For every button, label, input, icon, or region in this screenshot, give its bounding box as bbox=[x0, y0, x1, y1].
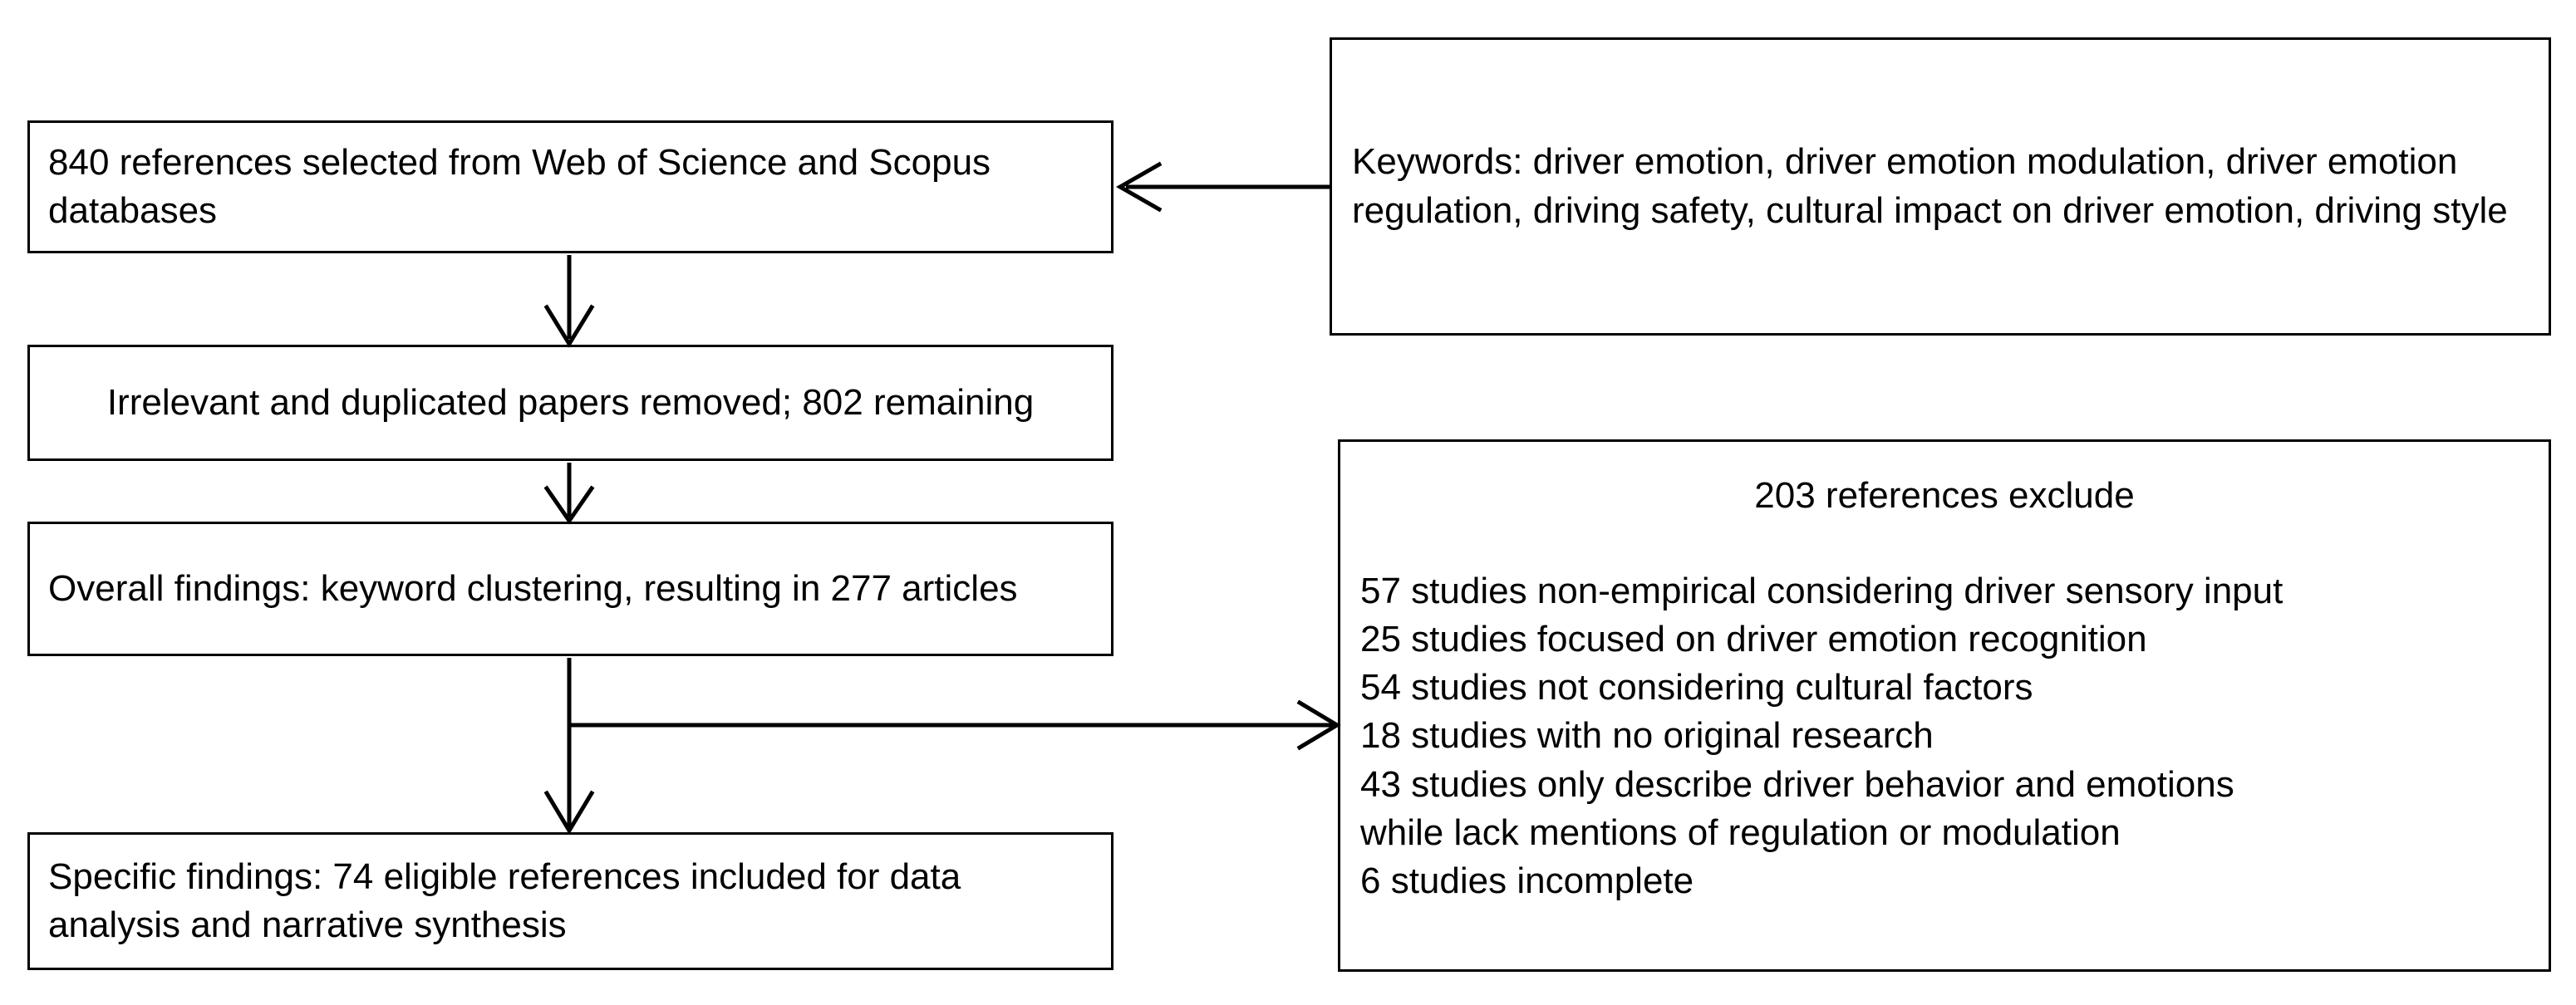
box-excluded-title: 203 references exclude bbox=[1754, 475, 2135, 516]
box-specific-findings: Specific findings: 74 eligible reference… bbox=[27, 832, 1113, 970]
arrow-screening-to-overall bbox=[543, 463, 595, 525]
box-specific-findings-text: Specific findings: 74 eligible reference… bbox=[48, 855, 961, 945]
excluded-reason-item: 57 studies non-empirical considering dri… bbox=[1360, 571, 2283, 612]
box-identification-text: 840 references selected from Web of Scie… bbox=[48, 141, 991, 231]
excluded-reason-item: 54 studies not considering cultural fact… bbox=[1360, 667, 2033, 708]
arrow-identification-to-screening bbox=[543, 255, 595, 348]
excluded-reason-item: 18 studies with no original research bbox=[1360, 715, 1934, 757]
box-keywords: Keywords: driver emotion, driver emotion… bbox=[1330, 37, 2551, 336]
excluded-reason-item: 43 studies only describe driver behavior… bbox=[1360, 763, 2234, 805]
excluded-reason-item: 6 studies incomplete bbox=[1360, 860, 1694, 901]
box-screening: Irrelevant and duplicated papers removed… bbox=[27, 345, 1113, 461]
excluded-reason-item: while lack mentions of regulation or mod… bbox=[1360, 811, 2121, 853]
box-screening-text: Irrelevant and duplicated papers removed… bbox=[106, 381, 1035, 423]
arrow-keywords-to-identification bbox=[1115, 161, 1330, 213]
arrow-overall-to-specific bbox=[543, 658, 595, 835]
excluded-reason-item: 25 studies focused on driver emotion rec… bbox=[1360, 619, 2147, 660]
box-overall-findings-text: Overall findings: keyword clustering, re… bbox=[48, 567, 1018, 609]
box-identification: 840 references selected from Web of Scie… bbox=[27, 120, 1113, 253]
box-keywords-text: Keywords: driver emotion, driver emotion… bbox=[1352, 141, 2508, 231]
box-overall-findings: Overall findings: keyword clustering, re… bbox=[27, 522, 1113, 656]
box-excluded-reason-list: 57 studies non-empirical considering dri… bbox=[1360, 567, 2529, 905]
box-excluded-references: 203 references exclude 57 studies non-em… bbox=[1338, 439, 2551, 972]
arrow-overall-to-excluded bbox=[569, 699, 1341, 751]
